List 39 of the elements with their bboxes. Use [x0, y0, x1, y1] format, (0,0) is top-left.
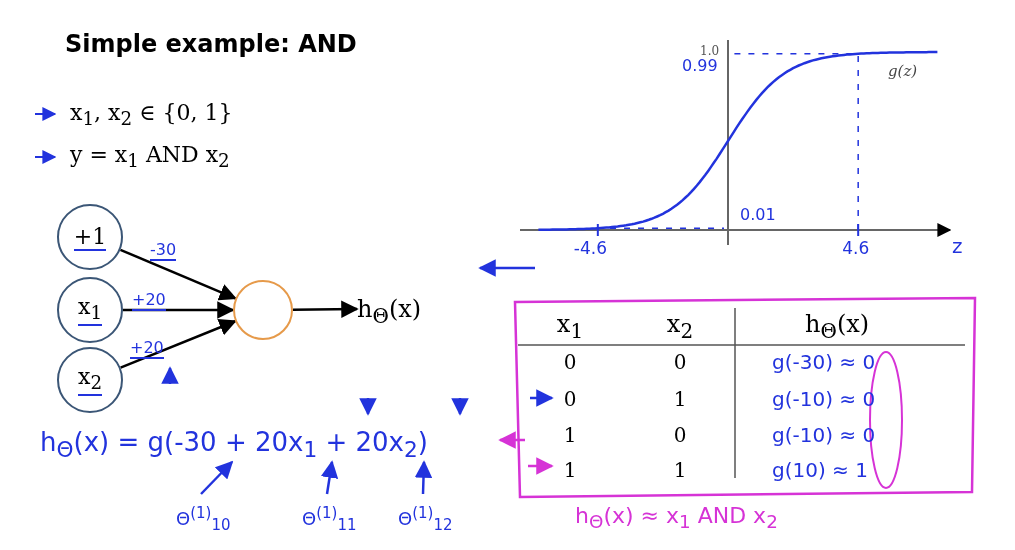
bullet-text: x$_{1}$, x$_{2}$ ∈ {0, 1}	[70, 100, 233, 130]
tick-label: -4.6	[573, 238, 607, 258]
arrow	[120, 319, 237, 369]
tick-label: 0.99	[682, 56, 718, 75]
axis-label: z	[952, 234, 963, 258]
table-cell: 0	[673, 350, 687, 374]
bullet-text: y = x$_{1}$ AND x$_{2}$	[70, 142, 230, 172]
column-header: h$_{Θ}$(x)	[805, 310, 870, 343]
arrow	[119, 248, 237, 301]
weight-label: +20	[132, 290, 166, 311]
table-cell: 1	[673, 458, 687, 482]
handwritten-formula: h$_{Θ}$(x) = g(-30 + 20x$_{1}$ + 20x$_{2}$)	[40, 422, 428, 471]
table-cell: 1	[673, 387, 687, 411]
weight-label: +20	[130, 338, 164, 359]
tick-label: 4.6	[842, 238, 870, 258]
table-cell: 1	[563, 458, 577, 482]
arrow	[200, 460, 234, 495]
node-label: x$_{2}$	[77, 364, 103, 396]
table-cell: 0	[563, 387, 577, 411]
weight-label: -30	[150, 240, 177, 261]
table-cell: 0	[673, 423, 687, 447]
function-label: g(z)	[888, 62, 918, 80]
table-cell: 1	[563, 423, 577, 447]
handwritten-note: h$_{Θ}$(x) ≈ x$_{1}$ AND x$_{2}$	[575, 503, 778, 533]
table-cell: g(10) ≈ 1	[772, 458, 868, 482]
arrow	[414, 460, 433, 495]
output-label: h$_{Θ}$(x)	[357, 292, 422, 333]
tick-label: 0.01	[740, 205, 776, 224]
slide-title: Simple example: AND	[65, 30, 357, 58]
table-cell: 0	[563, 350, 577, 374]
neuron-circle	[233, 280, 293, 340]
arrow	[320, 460, 339, 495]
tick-label: 1.0	[700, 44, 720, 58]
arrow	[293, 300, 359, 318]
node-label: +1	[73, 223, 107, 251]
column-header: x$_{1}$	[556, 310, 584, 343]
column-header: x$_{2}$	[666, 310, 694, 343]
node-label: x$_{1}$	[77, 294, 103, 326]
table-cell: g(-30) ≈ 0	[772, 350, 876, 374]
